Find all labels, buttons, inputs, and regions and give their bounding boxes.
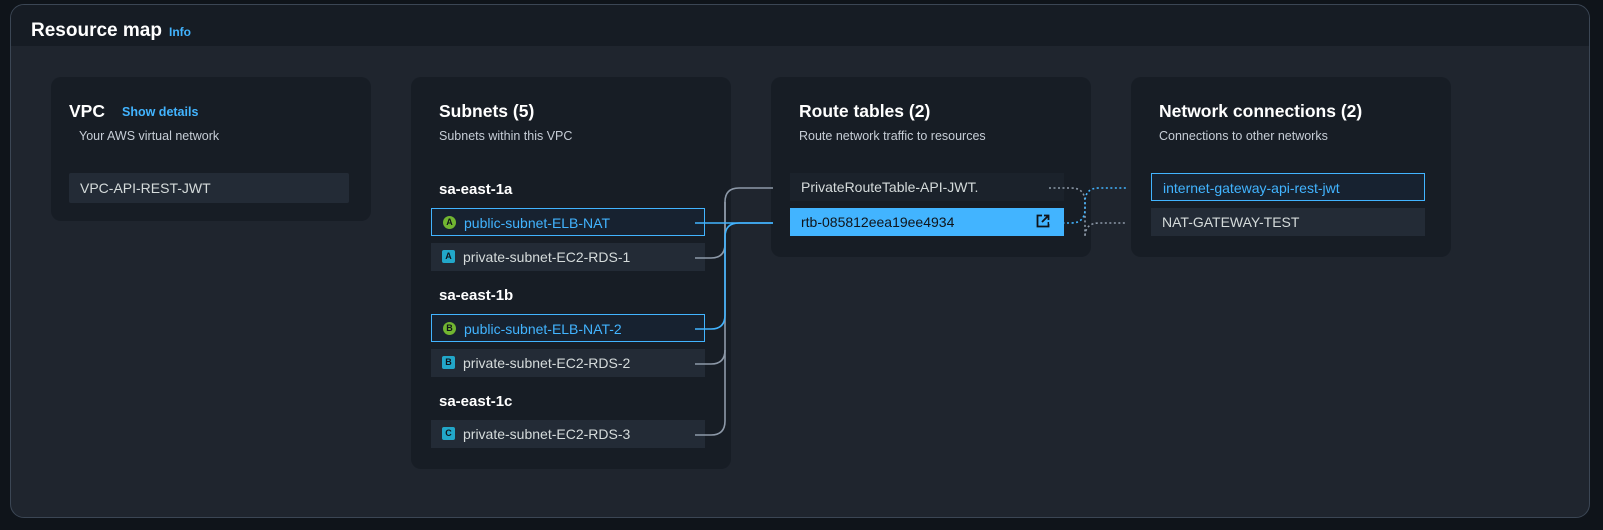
- resource-map-panel: Resource map Info VPC Show details Your …: [10, 4, 1590, 518]
- panel-header: Resource map Info: [11, 5, 1589, 46]
- route-tables-column: Route tables (2) Route network traffic t…: [771, 77, 1091, 257]
- vpc-title: VPC: [69, 101, 105, 121]
- panel-title: Resource map: [31, 20, 162, 41]
- subnets-title: Subnets (5): [439, 101, 535, 121]
- vpc-subtitle: Your AWS virtual network: [79, 129, 220, 143]
- vpc-column: VPC Show details Your AWS virtual networ…: [51, 77, 371, 221]
- network-connection-item[interactable]: internet-gateway-api-rest-jwt: [1151, 173, 1425, 201]
- info-link[interactable]: Info: [169, 25, 191, 39]
- subnets-subtitle: Subnets within this VPC: [439, 129, 573, 143]
- vpc-item[interactable]: VPC-API-REST-JWT: [69, 173, 349, 203]
- az-c-badge-icon: C: [442, 427, 455, 440]
- subnet-item[interactable]: B public-subnet-ELB-NAT-2: [431, 314, 705, 342]
- subnet-label: public-subnet-ELB-NAT-2: [464, 321, 622, 337]
- subnet-label: private-subnet-EC2-RDS-2: [463, 355, 631, 371]
- network-connection-label: internet-gateway-api-rest-jwt: [1163, 180, 1340, 196]
- az-label: sa-east-1b: [439, 287, 514, 304]
- network-connections-title: Network connections (2): [1159, 101, 1363, 121]
- subnet-item[interactable]: A public-subnet-ELB-NAT: [431, 208, 705, 236]
- network-connection-label: NAT-GATEWAY-TEST: [1162, 214, 1300, 230]
- external-link-icon[interactable]: [1036, 214, 1050, 228]
- network-connections-column: Network connections (2) Connections to o…: [1131, 77, 1451, 257]
- subnet-item[interactable]: C private-subnet-EC2-RDS-3: [431, 420, 705, 448]
- show-details-link[interactable]: Show details: [122, 105, 199, 119]
- route-table-item[interactable]: PrivateRouteTable-API-JWT.: [790, 173, 1064, 201]
- subnet-item[interactable]: B private-subnet-EC2-RDS-2: [431, 349, 705, 377]
- subnet-item[interactable]: A private-subnet-EC2-RDS-1: [431, 243, 705, 271]
- network-connections-subtitle: Connections to other networks: [1159, 129, 1328, 143]
- az-b-badge-icon: B: [442, 356, 455, 369]
- az-label: sa-east-1c: [439, 393, 513, 410]
- az-a-badge-icon: A: [443, 216, 456, 229]
- network-connection-item[interactable]: NAT-GATEWAY-TEST: [1151, 208, 1425, 236]
- az-b-badge-icon: B: [443, 322, 456, 335]
- subnet-label: private-subnet-EC2-RDS-3: [463, 426, 631, 442]
- route-table-label: rtb-085812eea19ee4934: [801, 214, 955, 230]
- subnets-column: Subnets (5) Subnets within this VPC sa-e…: [411, 77, 731, 469]
- route-table-item-selected[interactable]: rtb-085812eea19ee4934: [790, 208, 1064, 236]
- az-a-badge-icon: A: [442, 250, 455, 263]
- vpc-item-label: VPC-API-REST-JWT: [80, 180, 211, 196]
- route-table-label: PrivateRouteTable-API-JWT.: [801, 179, 979, 195]
- route-tables-title: Route tables (2): [799, 101, 931, 121]
- subnet-label: private-subnet-EC2-RDS-1: [463, 249, 631, 265]
- az-label: sa-east-1a: [439, 181, 513, 198]
- subnet-label: public-subnet-ELB-NAT: [464, 215, 611, 231]
- route-tables-subtitle: Route network traffic to resources: [799, 129, 986, 143]
